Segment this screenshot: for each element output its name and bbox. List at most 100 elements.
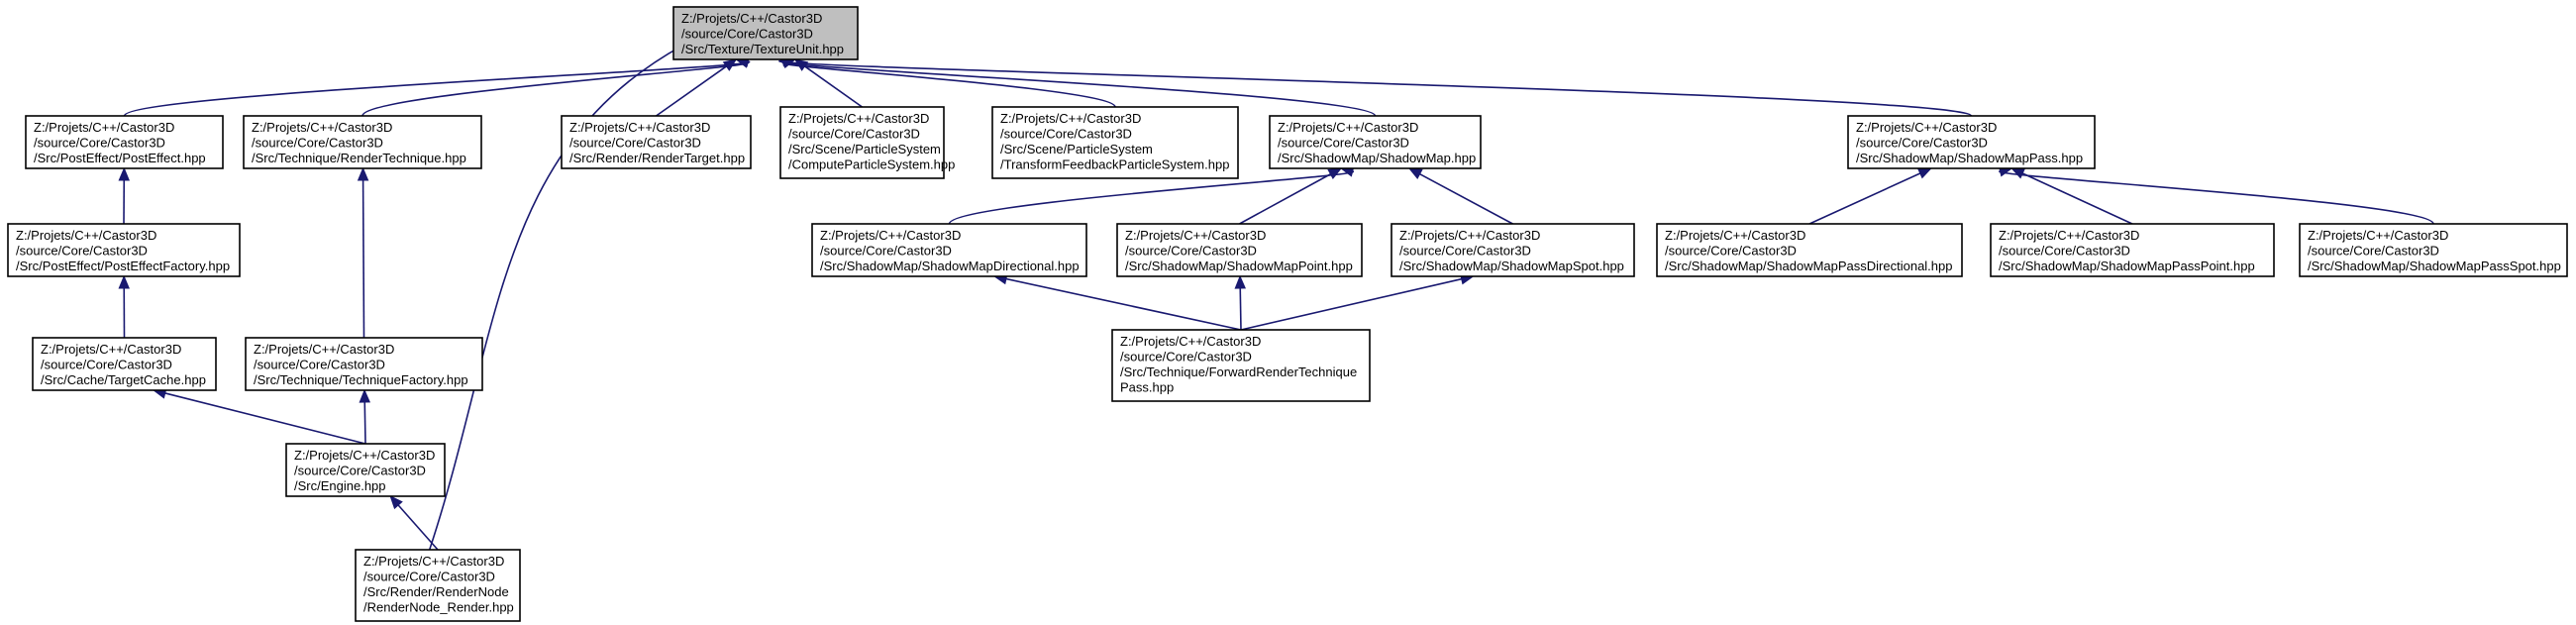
- node-shadowmappassdirectional-hpp[interactable]: Z:/Projets/C++/Castor3D/source/Core/Cast…: [1656, 223, 1963, 277]
- edges-layer: [118, 39, 2434, 551]
- edge-line: [1999, 169, 2434, 225]
- node-rendertarget-hpp[interactable]: Z:/Projets/C++/Castor3D/source/Core/Cast…: [561, 115, 752, 169]
- node-engine-hpp[interactable]: Z:/Projets/C++/Castor3D/source/Core/Cast…: [285, 443, 446, 497]
- node-label-line: Z:/Projets/C++/Castor3D: [1856, 120, 1997, 135]
- node-shadowmap-hpp[interactable]: Z:/Projets/C++/Castor3D/source/Core/Cast…: [1269, 115, 1482, 169]
- node-label-line: /source/Core/Castor3D: [34, 136, 165, 151]
- edge-arrowhead: [357, 166, 369, 181]
- edge-n16-to-n13: [992, 273, 1242, 331]
- node-label-line: /source/Core/Castor3D: [294, 464, 426, 478]
- node-label-line: /Src/Technique/ForwardRenderTechnique: [1120, 365, 1357, 379]
- node-shadowmappasspoint-hpp[interactable]: Z:/Projets/C++/Castor3D/source/Core/Cast…: [1990, 223, 2275, 277]
- node-label-line: /source/Core/Castor3D: [1999, 244, 2130, 259]
- edge-n7-to-n0: [778, 54, 1973, 117]
- node-posteffect-hpp[interactable]: Z:/Projets/C++/Castor3D/source/Core/Cast…: [25, 115, 224, 169]
- edge-line: [397, 504, 439, 551]
- node-label-line: /Src/ShadowMap/ShadowMapSpot.hpp: [1399, 259, 1624, 273]
- node-rendertechnique-hpp[interactable]: Z:/Projets/C++/Castor3D/source/Core/Cast…: [243, 115, 482, 169]
- node-label-line: /source/Core/Castor3D: [363, 570, 495, 584]
- edge-line: [1239, 287, 1242, 331]
- node-transformfeedbackparticlesystem-hpp[interactable]: Z:/Projets/C++/Castor3D/source/Core/Cast…: [991, 106, 1239, 179]
- edge-n2-to-n0: [361, 56, 750, 117]
- node-label-line: /source/Core/Castor3D: [681, 27, 813, 42]
- edge-n11-to-n10: [359, 388, 370, 445]
- node-label-line: /source/Core/Castor3D: [1856, 136, 1988, 151]
- node-box: [1656, 223, 1963, 277]
- node-box: [811, 223, 1087, 277]
- node-label-line: /Src/Technique/TechniqueFactory.hpp: [254, 372, 468, 387]
- node-label-line: /source/Core/Castor3D: [1665, 244, 1797, 259]
- node-targetcache-hpp[interactable]: Z:/Projets/C++/Castor3D/source/Core/Cast…: [32, 337, 217, 391]
- node-box: [561, 115, 752, 169]
- node-box: [1990, 223, 2275, 277]
- node-label-line: Z:/Projets/C++/Castor3D: [788, 111, 929, 126]
- node-label-line: /Src/Cache/TargetCache.hpp: [41, 372, 206, 387]
- edge-arrowhead: [1234, 274, 1246, 289]
- node-label-line: /Src/Render/RenderTarget.hpp: [569, 151, 745, 165]
- edge-line: [361, 179, 365, 339]
- node-shadowmapdirectional-hpp[interactable]: Z:/Projets/C++/Castor3D/source/Core/Cast…: [811, 223, 1087, 277]
- node-label-line: /Src/PostEffect/PostEffectFactory.hpp: [16, 259, 230, 273]
- edge-n1-to-n0: [123, 55, 751, 117]
- node-forwardrendertechniquepass-hpp[interactable]: Z:/Projets/C++/Castor3D/source/Core/Cast…: [1111, 329, 1371, 402]
- node-label-line: Z:/Projets/C++/Castor3D: [1125, 228, 1266, 243]
- node-label-line: /Src/Scene/ParticleSystem: [788, 142, 941, 156]
- edge-n16-to-n14: [1234, 274, 1246, 331]
- node-label-line: /source/Core/Castor3D: [16, 244, 148, 259]
- node-shadowmappass-hpp[interactable]: Z:/Projets/C++/Castor3D/source/Core/Cast…: [1847, 115, 2096, 169]
- node-label-line: Z:/Projets/C++/Castor3D: [681, 11, 822, 26]
- node-box: [779, 106, 945, 179]
- node-label-line: Z:/Projets/C++/Castor3D: [1278, 120, 1418, 135]
- edge-arrowhead: [389, 495, 403, 510]
- node-label-line: Z:/Projets/C++/Castor3D: [1120, 334, 1261, 349]
- node-label-line: Z:/Projets/C++/Castor3D: [363, 554, 504, 569]
- edge-arrowhead: [1916, 167, 1932, 179]
- edge-line: [778, 59, 1973, 117]
- node-shadowmappoint-hpp[interactable]: Z:/Projets/C++/Castor3D/source/Core/Cast…: [1116, 223, 1363, 277]
- edge-line: [782, 61, 1116, 108]
- node-label-line: /Src/ShadowMap/ShadowMapPassPoint.hpp: [1999, 259, 2255, 273]
- node-computeparticlesystem-hpp[interactable]: Z:/Projets/C++/Castor3D/source/Core/Cast…: [779, 106, 955, 179]
- edge-line: [1419, 172, 1513, 225]
- node-techniquefactory-hpp[interactable]: Z:/Projets/C++/Castor3D/source/Core/Cast…: [245, 337, 483, 391]
- node-label-line: Z:/Projets/C++/Castor3D: [294, 448, 435, 463]
- node-shadowmappassspot-hpp[interactable]: Z:/Projets/C++/Castor3D/source/Core/Cast…: [2299, 223, 2568, 277]
- node-posteffectfactory-hpp[interactable]: Z:/Projets/C++/Castor3D/source/Core/Cast…: [7, 223, 241, 277]
- node-box: [245, 337, 483, 391]
- node-label-line: /Src/ShadowMap/ShadowMapPassSpot.hpp: [2308, 259, 2561, 273]
- node-label-line: /source/Core/Castor3D: [1120, 350, 1252, 365]
- node-label-line: /Src/ShadowMap/ShadowMapDirectional.hpp: [820, 259, 1080, 273]
- node-shadowmapspot-hpp[interactable]: Z:/Projets/C++/Castor3D/source/Core/Cast…: [1391, 223, 1635, 277]
- node-box: [1269, 115, 1482, 169]
- node-label-line: Z:/Projets/C++/Castor3D: [569, 120, 710, 135]
- edge-arrowhead: [2010, 167, 2026, 179]
- node-label-line: /Src/ShadowMap/ShadowMapPass.hpp: [1856, 151, 2083, 165]
- edge-arrowhead: [722, 58, 738, 71]
- node-label-line: /Src/Engine.hpp: [294, 478, 386, 493]
- node-label-line: /source/Core/Castor3D: [41, 358, 172, 372]
- node-box: [1116, 223, 1363, 277]
- node-rendernode-render-hpp[interactable]: Z:/Projets/C++/Castor3D/source/Core/Cast…: [355, 549, 521, 622]
- edge-n12-to-n11: [389, 495, 439, 551]
- node-label-line: /source/Core/Castor3D: [820, 244, 952, 259]
- edge-n14-to-n6: [1239, 167, 1343, 225]
- edge-line: [804, 65, 863, 108]
- node-label-line: Z:/Projets/C++/Castor3D: [820, 228, 961, 243]
- node-textureunit-hpp[interactable]: Z:/Projets/C++/Castor3D/source/Core/Cast…: [672, 6, 859, 60]
- node-label-line: /Src/Technique/RenderTechnique.hpp: [252, 151, 466, 165]
- edge-n8-to-n1: [118, 166, 131, 225]
- node-label-line: /source/Core/Castor3D: [1000, 127, 1132, 142]
- node-label-line: /source/Core/Castor3D: [1125, 244, 1257, 259]
- edge-n10-to-n2: [357, 166, 369, 339]
- node-label-line: Z:/Projets/C++/Castor3D: [1399, 228, 1540, 243]
- node-label-line: /source/Core/Castor3D: [1399, 244, 1531, 259]
- node-label-line: /Src/PostEffect/PostEffect.hpp: [34, 151, 206, 165]
- edge-n17-to-n7: [1808, 167, 1932, 225]
- node-label-line: Z:/Projets/C++/Castor3D: [1665, 228, 1805, 243]
- edge-line: [1005, 277, 1242, 331]
- edge-line: [1239, 173, 1331, 225]
- node-label-line: Z:/Projets/C++/Castor3D: [2308, 228, 2448, 243]
- edge-arrowhead: [118, 166, 131, 181]
- edge-arrowhead: [1407, 167, 1423, 179]
- edge-n3-to-n0: [656, 58, 738, 117]
